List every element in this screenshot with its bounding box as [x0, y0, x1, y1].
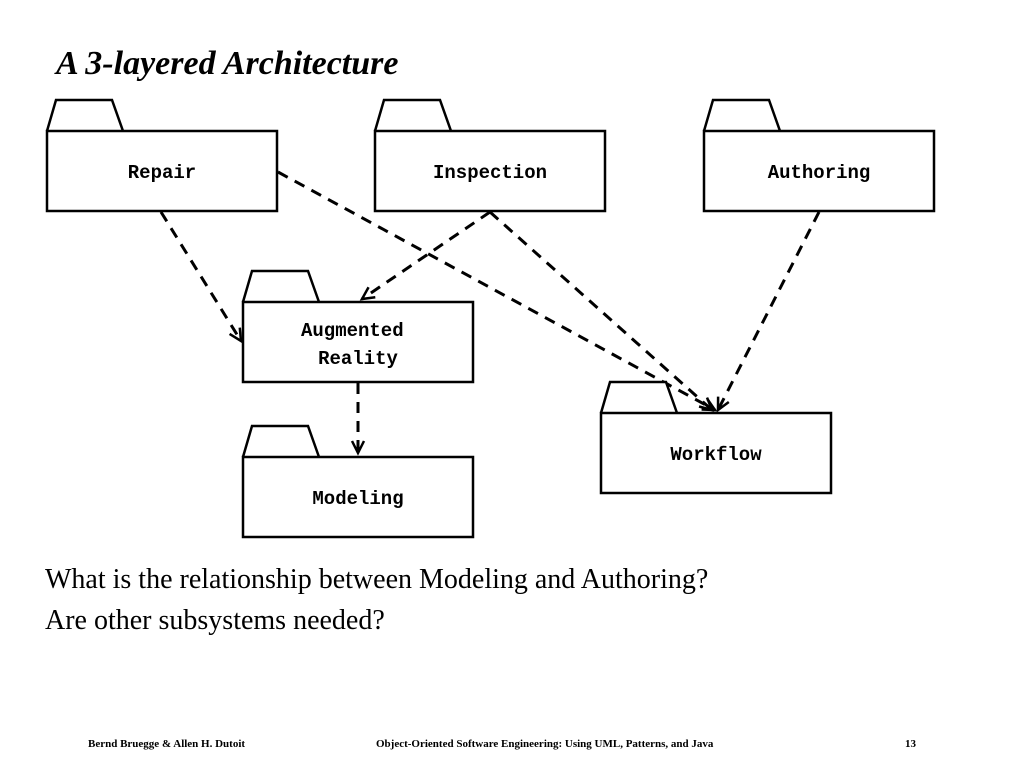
package-label-line: Inspection	[433, 162, 547, 184]
package-inspection: Inspection	[373, 98, 607, 213]
package-label-modeling: Modeling	[312, 488, 403, 510]
package-tab	[599, 380, 679, 414]
package-label-augmented-reality: Augmented Reality	[301, 320, 415, 370]
package-label-inspection: Inspection	[433, 162, 547, 184]
dependency-inspection-to-workflow	[489, 210, 715, 412]
question-modeling-authoring: What is the relationship between Modelin…	[45, 564, 709, 595]
package-body	[241, 300, 475, 384]
footer-page-number: 13	[905, 738, 916, 750]
package-label-line: Augmented	[301, 320, 404, 342]
package-workflow: Workflow	[599, 380, 833, 495]
dependency-repair-to-workflow	[277, 170, 718, 412]
dependency-inspection-to-augmented-reality	[359, 210, 491, 301]
footer-authors: Bernd Bruegge & Allen H. Dutoit	[88, 738, 246, 750]
package-label-authoring: Authoring	[768, 162, 871, 184]
package-repair: Repair	[45, 98, 279, 213]
package-label-line: Reality	[318, 348, 398, 370]
package-tab	[241, 424, 321, 458]
package-body	[599, 411, 833, 495]
package-label-line: Authoring	[768, 162, 871, 184]
package-modeling: Modeling	[241, 424, 475, 539]
package-tab	[702, 98, 782, 132]
dependency-authoring-to-workflow	[716, 211, 821, 413]
footer-book-title: Object-Oriented Software Engineering: Us…	[376, 738, 714, 750]
package-tab	[45, 98, 125, 132]
package-label-repair: Repair	[128, 162, 196, 184]
package-body	[702, 129, 936, 213]
package-label-workflow: Workflow	[670, 444, 762, 466]
package-label-line: Repair	[128, 162, 196, 184]
package-augmented-reality: Augmented Reality	[241, 269, 475, 384]
question-other-subsystems: Are other subsystems needed?	[45, 605, 385, 636]
package-tab	[373, 98, 453, 132]
package-tab	[241, 269, 321, 303]
slide-title: A 3-layered Architecture	[56, 45, 399, 82]
package-body	[241, 455, 475, 539]
package-authoring: Authoring	[702, 98, 936, 213]
package-label-line: Modeling	[312, 488, 403, 510]
dependency-repair-to-augmented-reality	[159, 211, 243, 344]
package-label-line: Workflow	[670, 444, 762, 466]
package-body	[373, 129, 607, 213]
package-body	[45, 129, 279, 213]
